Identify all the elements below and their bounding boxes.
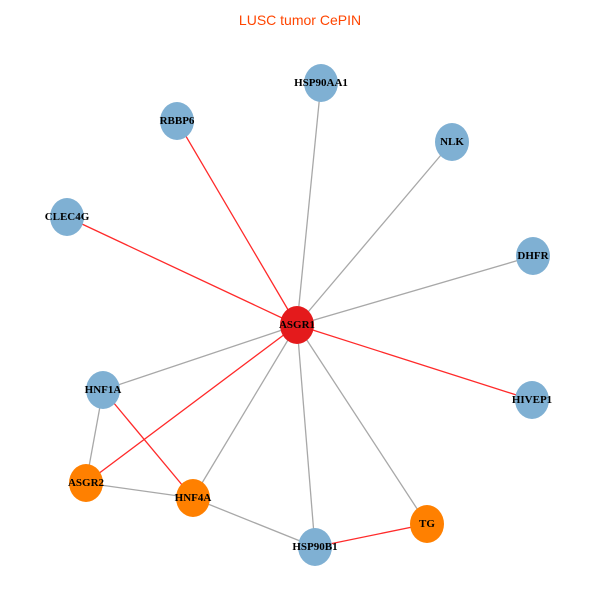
node-rbbp6[interactable]: RBBP6 <box>160 102 195 140</box>
node-nlk[interactable]: NLK <box>435 123 469 161</box>
node-label: DHFR <box>517 250 549 262</box>
edge-asgr1-rbbp6 <box>176 120 298 326</box>
node-asgr2[interactable]: ASGR2 <box>68 464 105 502</box>
chart-title: LUSC tumor CePIN <box>238 12 362 28</box>
node-clec4g[interactable]: CLEC4G <box>45 198 90 236</box>
node-circle <box>298 528 332 566</box>
edge-asgr1-asgr2 <box>85 324 298 484</box>
node-circle <box>160 102 194 140</box>
node-label: TG <box>419 518 435 530</box>
node-label: CLEC4G <box>45 211 90 223</box>
node-label: HNF4A <box>175 492 212 504</box>
node-hnf1a[interactable]: HNF1A <box>85 371 122 409</box>
node-label: HSP90AA1 <box>294 77 348 89</box>
edge-asgr1-hnf1a <box>102 324 298 391</box>
node-circle <box>69 464 103 502</box>
node-label: ASGR2 <box>68 477 105 489</box>
node-label: ASGR1 <box>279 319 315 331</box>
edge-asgr1-nlk <box>296 141 453 326</box>
edge-hsp90b1-tg <box>314 523 428 548</box>
node-tg[interactable]: TG <box>410 505 444 543</box>
node-circle <box>280 306 314 344</box>
node-hsp90b1[interactable]: HSP90B1 <box>292 528 338 566</box>
node-asgr1[interactable]: ASGR1 <box>279 306 315 344</box>
node-hivep1[interactable]: HIVEP1 <box>512 381 552 419</box>
node-hsp90aa1[interactable]: HSP90AA1 <box>294 64 348 102</box>
node-circle <box>304 64 338 102</box>
node-hnf4a[interactable]: HNF4A <box>175 479 212 517</box>
edge-asgr1-hivep1 <box>296 324 533 401</box>
node-label: HSP90B1 <box>292 541 337 553</box>
node-circle <box>435 123 469 161</box>
node-label: HNF1A <box>85 384 122 396</box>
edge-asgr1-tg <box>296 324 428 525</box>
edge-asgr1-hsp90aa1 <box>296 82 322 326</box>
node-circle <box>86 371 120 409</box>
node-circle <box>516 237 550 275</box>
node-circle <box>515 381 549 419</box>
edge-hnf4a-hsp90b1 <box>192 497 316 548</box>
node-dhfr[interactable]: DHFR <box>516 237 550 275</box>
node-circle <box>176 479 210 517</box>
node-label: RBBP6 <box>160 115 195 127</box>
edge-asgr2-hnf4a <box>85 482 194 499</box>
edge-hnf1a-hnf4a <box>102 389 194 499</box>
edge-asgr1-dhfr <box>296 255 534 326</box>
node-circle <box>410 505 444 543</box>
node-label: HIVEP1 <box>512 394 552 406</box>
edge-asgr1-hnf4a <box>192 324 298 499</box>
edge-asgr1-hsp90b1 <box>296 324 316 548</box>
node-label: NLK <box>440 136 464 148</box>
edge-asgr1-clec4g <box>66 216 298 326</box>
node-circle <box>50 198 84 236</box>
